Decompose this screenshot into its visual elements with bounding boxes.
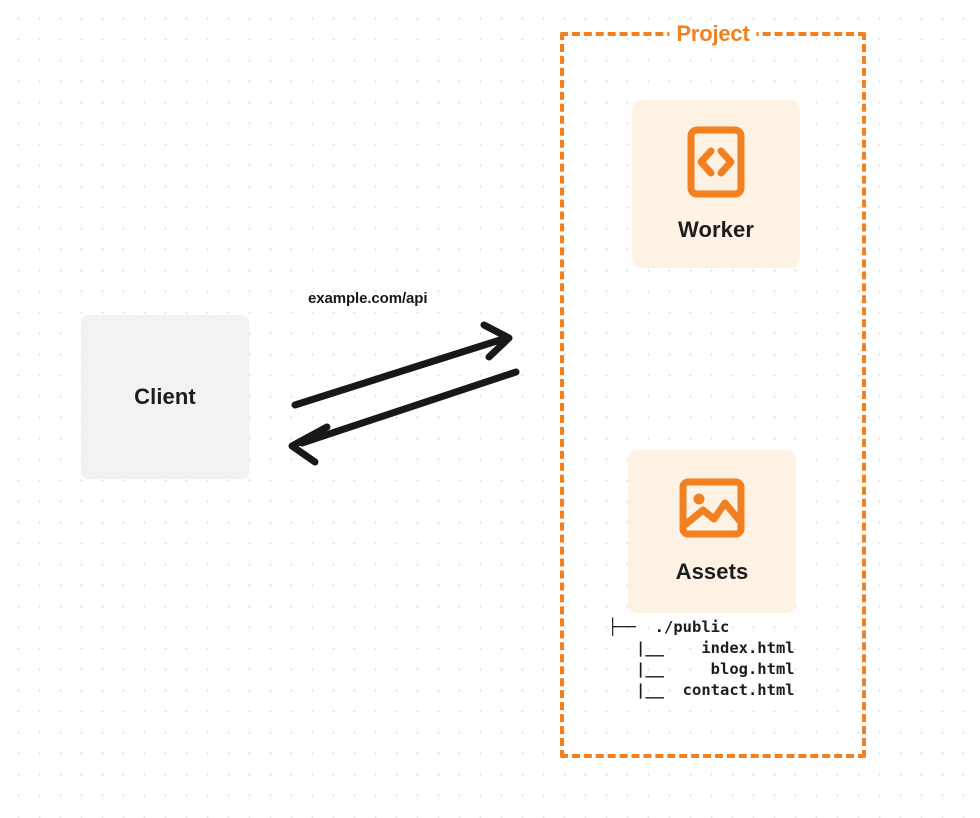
worker-node[interactable]: Worker bbox=[632, 100, 800, 268]
tree-row: |__ blog.html bbox=[608, 660, 795, 678]
code-brackets-icon bbox=[687, 126, 745, 203]
worker-label: Worker bbox=[678, 216, 754, 242]
tree-row: |__ contact.html bbox=[608, 681, 795, 699]
project-title: Project bbox=[669, 21, 757, 47]
client-node[interactable]: Client bbox=[81, 315, 249, 479]
response-arrow bbox=[288, 368, 520, 466]
connection-label: example.com/api bbox=[308, 290, 428, 307]
project-boundary: Project bbox=[560, 21, 866, 758]
tree-row: ├── ./public bbox=[608, 618, 730, 636]
client-label: Client bbox=[134, 384, 196, 409]
tree-row: |__ index.html bbox=[608, 639, 795, 657]
assets-file-tree: ├── ./public |__ index.html |__ blog.htm… bbox=[608, 617, 795, 701]
assets-node[interactable]: Assets bbox=[628, 450, 796, 613]
image-icon bbox=[679, 478, 745, 543]
assets-label: Assets bbox=[675, 559, 749, 584]
request-arrow bbox=[291, 321, 513, 409]
